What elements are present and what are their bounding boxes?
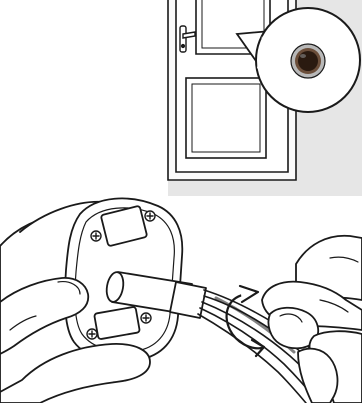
assembly-scene [0,198,362,403]
door-handle-keyhole [182,45,185,48]
door-scene [168,0,362,196]
peephole-highlight [300,54,306,58]
peephole-lens [298,51,318,71]
rotate-arrow-head-top [240,286,258,302]
cable-post-collar [170,282,206,318]
peephole-icon [291,44,325,78]
